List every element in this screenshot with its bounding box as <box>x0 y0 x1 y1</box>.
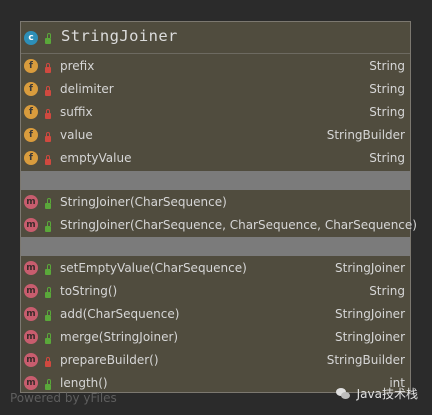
public-lock-icon <box>45 333 51 344</box>
private-lock-icon <box>45 155 51 165</box>
field-type: String <box>369 105 405 119</box>
watermark-text: Java技术栈 <box>356 387 418 401</box>
method-return-type: StringJoiner <box>335 307 405 321</box>
field-row[interactable]: f suffix String <box>21 101 410 123</box>
method-icon: m <box>24 195 38 209</box>
method-row[interactable]: m add(CharSequence) StringJoiner <box>21 303 410 325</box>
field-type: String <box>369 151 405 165</box>
method-icon: m <box>24 353 38 367</box>
method-return-type: StringBuilder <box>326 353 405 367</box>
field-name: emptyValue <box>60 151 132 165</box>
class-diagram-card[interactable]: c StringJoiner f prefix String f delimit… <box>20 21 417 394</box>
section-separator <box>21 171 410 190</box>
method-row[interactable]: m setEmptyValue(CharSequence) StringJoin… <box>21 257 410 279</box>
constructor-name: StringJoiner(CharSequence, CharSequence,… <box>60 218 417 232</box>
private-lock-icon <box>45 109 51 119</box>
private-lock-icon <box>45 132 51 142</box>
method-name: setEmptyValue(CharSequence) <box>60 261 247 275</box>
method-return-type: int <box>389 376 405 390</box>
method-icon: m <box>24 307 38 321</box>
method-icon: m <box>24 330 38 344</box>
field-icon: f <box>24 82 38 96</box>
constructor-row[interactable]: m StringJoiner(CharSequence, CharSequenc… <box>21 214 417 236</box>
public-lock-icon <box>45 33 51 44</box>
private-lock-icon <box>45 63 51 73</box>
field-row[interactable]: f prefix String <box>21 55 410 77</box>
field-row[interactable]: f value StringBuilder <box>21 124 410 146</box>
method-name: merge(StringJoiner) <box>60 330 179 344</box>
field-name: suffix <box>60 105 93 119</box>
private-lock-icon <box>45 357 51 367</box>
method-row[interactable]: m merge(StringJoiner) StringJoiner <box>21 326 410 348</box>
class-header: c StringJoiner <box>21 22 410 54</box>
class-title: StringJoiner <box>61 27 178 45</box>
public-lock-icon <box>45 379 51 390</box>
method-row[interactable]: m prepareBuilder() StringBuilder <box>21 349 410 371</box>
field-name: value <box>60 128 93 142</box>
public-lock-icon <box>45 287 51 298</box>
private-lock-icon <box>45 86 51 96</box>
method-name: length() <box>60 376 108 390</box>
method-return-type: String <box>369 284 405 298</box>
public-lock-icon <box>45 221 51 232</box>
method-return-type: StringJoiner <box>335 261 405 275</box>
field-icon: f <box>24 59 38 73</box>
field-icon: f <box>24 128 38 142</box>
method-name: add(CharSequence) <box>60 307 180 321</box>
method-icon: m <box>24 261 38 275</box>
field-row[interactable]: f emptyValue String <box>21 147 410 169</box>
method-row[interactable]: m length() int <box>21 372 410 394</box>
field-type: StringBuilder <box>326 128 405 142</box>
field-type: String <box>369 82 405 96</box>
field-name: prefix <box>60 59 95 73</box>
method-name: toString() <box>60 284 118 298</box>
field-type: String <box>369 59 405 73</box>
method-icon: m <box>24 284 38 298</box>
powered-by-footer: Powered by yFiles <box>10 391 117 405</box>
public-lock-icon <box>45 198 51 209</box>
section-separator <box>21 237 410 256</box>
wechat-icon <box>335 388 351 399</box>
method-return-type: StringJoiner <box>335 330 405 344</box>
constructor-row[interactable]: m StringJoiner(CharSequence) <box>21 191 410 213</box>
constructor-name: StringJoiner(CharSequence) <box>60 195 227 209</box>
method-icon: m <box>24 218 38 232</box>
public-lock-icon <box>45 310 51 321</box>
field-name: delimiter <box>60 82 114 96</box>
public-lock-icon <box>45 264 51 275</box>
class-icon: c <box>24 31 38 45</box>
method-icon: m <box>24 376 38 390</box>
method-name: prepareBuilder() <box>60 353 159 367</box>
method-row[interactable]: m toString() String <box>21 280 410 302</box>
field-row[interactable]: f delimiter String <box>21 78 410 100</box>
field-icon: f <box>24 105 38 119</box>
field-icon: f <box>24 151 38 165</box>
watermark: Java技术栈 <box>335 385 418 402</box>
